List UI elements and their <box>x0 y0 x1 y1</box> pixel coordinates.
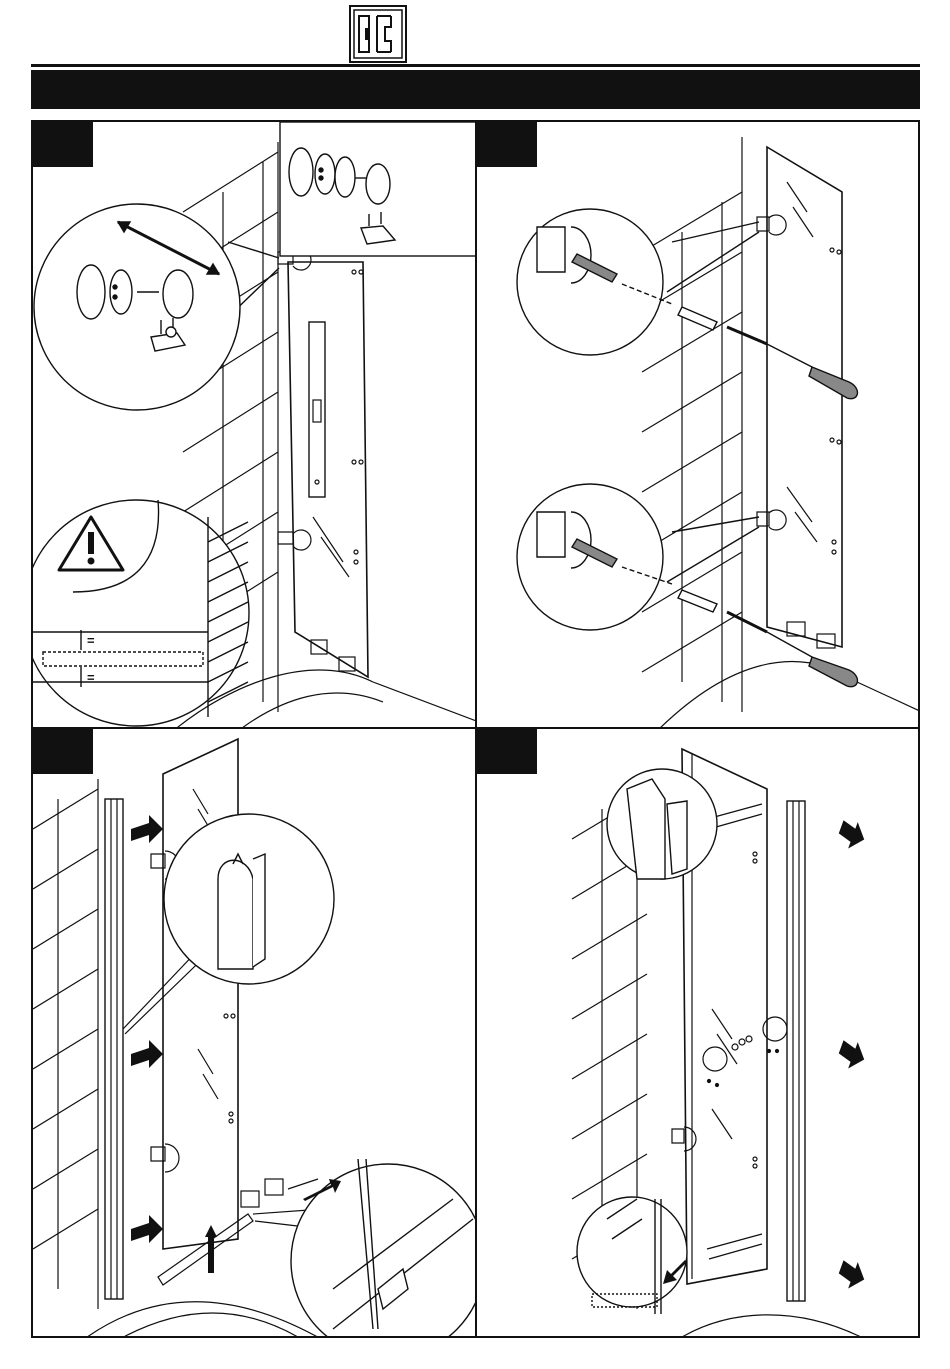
step-number-tab <box>33 122 93 167</box>
step-number-tab <box>477 122 537 167</box>
step-4-illustration <box>477 729 920 1338</box>
header-rule <box>31 64 920 67</box>
step-panel-3 <box>31 727 477 1338</box>
equal-distance-mark-top: = <box>87 633 95 648</box>
step-number-tab <box>33 729 93 774</box>
step-2-illustration <box>477 122 920 729</box>
brand-logo <box>349 5 407 63</box>
push-arrow-icon <box>663 817 869 1292</box>
step-panel-1: = = <box>31 120 477 729</box>
step-number-tab <box>477 729 537 774</box>
title-banner <box>31 70 920 109</box>
step-1-illustration <box>33 122 477 729</box>
step-panel-4 <box>475 727 920 1338</box>
step-panel-2 <box>475 120 920 729</box>
step-3-illustration <box>33 729 477 1338</box>
equal-distance-mark-bottom: = <box>87 670 95 685</box>
